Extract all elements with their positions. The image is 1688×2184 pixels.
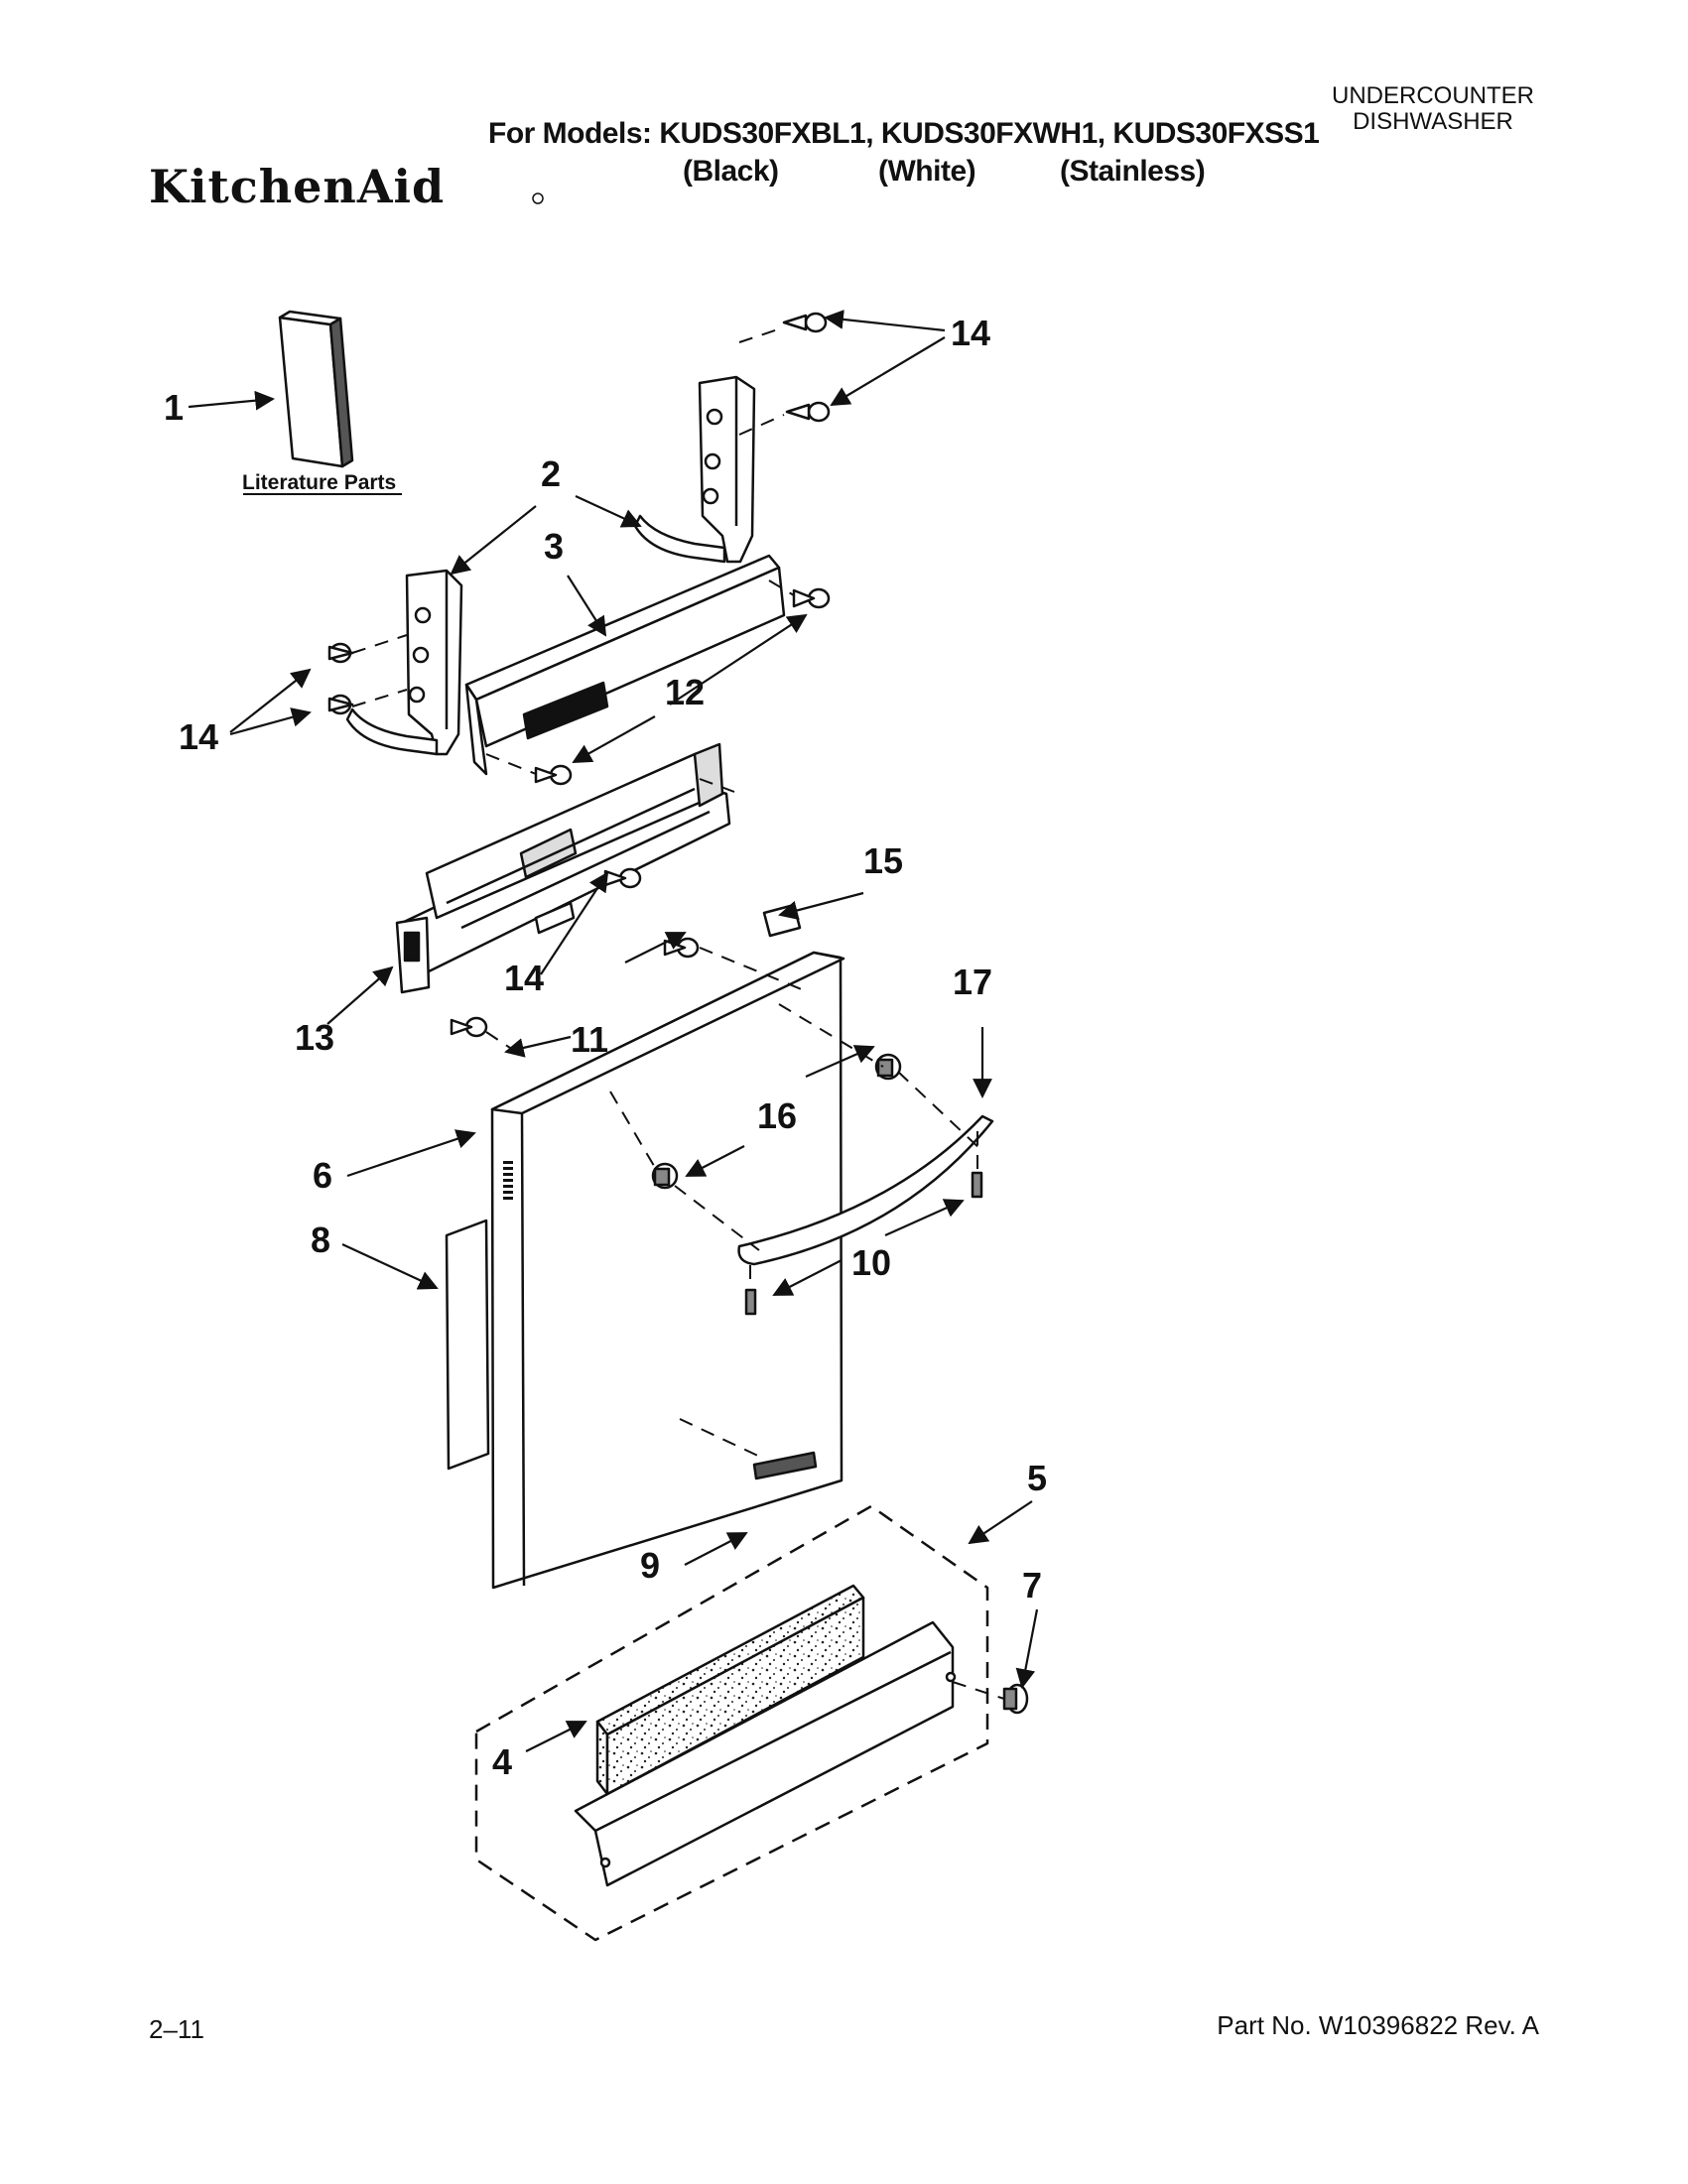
callout-14-top: 14 <box>951 313 990 353</box>
literature-book-icon <box>278 310 354 468</box>
toe-panel-assembly-box <box>474 1504 989 1942</box>
callout-2: 2 <box>541 453 561 494</box>
callout-8: 8 <box>311 1220 330 1260</box>
callout-leaders <box>188 310 1039 1752</box>
category-line-1: UNDERCOUNTER <box>1332 82 1534 109</box>
literature-parts-label: Literature Parts <box>242 471 396 494</box>
control-module <box>395 742 731 994</box>
handle-standoff-upper <box>874 1053 902 1081</box>
callout-14-left: 14 <box>179 716 218 757</box>
callout-17: 17 <box>953 962 992 1002</box>
page-number: 2–11 <box>149 2014 204 2044</box>
set-screw-lower <box>744 1288 757 1316</box>
callout-5: 5 <box>1027 1458 1047 1498</box>
finish-stainless: (Stainless) <box>1060 155 1206 188</box>
set-screw-upper <box>971 1171 983 1199</box>
callout-10: 10 <box>851 1242 891 1283</box>
toe-panel-screw <box>1002 1683 1029 1715</box>
toe-panel-insulation <box>595 1584 865 1796</box>
models-line: For Models: KUDS30FXBL1, KUDS30FXWH1, KU… <box>488 117 1320 150</box>
toe-panel <box>574 1620 957 1887</box>
outer-door-panel <box>490 951 845 1590</box>
door-insulation <box>445 1219 490 1471</box>
finish-black: (Black) <box>683 155 779 188</box>
handle-standoff-lower <box>651 1162 679 1190</box>
brand-badge <box>752 1451 818 1480</box>
callout-3: 3 <box>544 526 564 567</box>
callout-13: 13 <box>295 1017 334 1058</box>
brand-logo: KitchenAid <box>149 160 544 213</box>
registered-mark-icon <box>532 193 544 204</box>
finish-white: (White) <box>878 155 976 188</box>
callout-16: 16 <box>757 1095 797 1136</box>
callout-12: 12 <box>665 672 705 712</box>
callout-1: 1 <box>164 387 184 428</box>
brand-logo-wordmark: KitchenAid <box>149 160 445 213</box>
mounting-bracket-left <box>345 569 463 756</box>
callout-11: 11 <box>571 1019 608 1060</box>
product-category: UNDERCOUNTER DISHWASHER <box>1332 83 1534 135</box>
callout-4: 4 <box>492 1741 512 1782</box>
door-clip <box>762 903 802 938</box>
callout-14-middle: 14 <box>504 958 544 998</box>
callout-9: 9 <box>640 1545 660 1586</box>
callout-15: 15 <box>863 840 903 881</box>
callout-7: 7 <box>1022 1565 1042 1606</box>
callout-6: 6 <box>313 1155 332 1196</box>
control-panel-brace <box>464 554 786 776</box>
part-number: Part No. W10396822 Rev. A <box>1217 2010 1539 2040</box>
door-handle <box>737 1114 994 1266</box>
category-line-2: DISHWASHER <box>1353 108 1513 135</box>
mounting-bracket-right <box>633 375 756 564</box>
